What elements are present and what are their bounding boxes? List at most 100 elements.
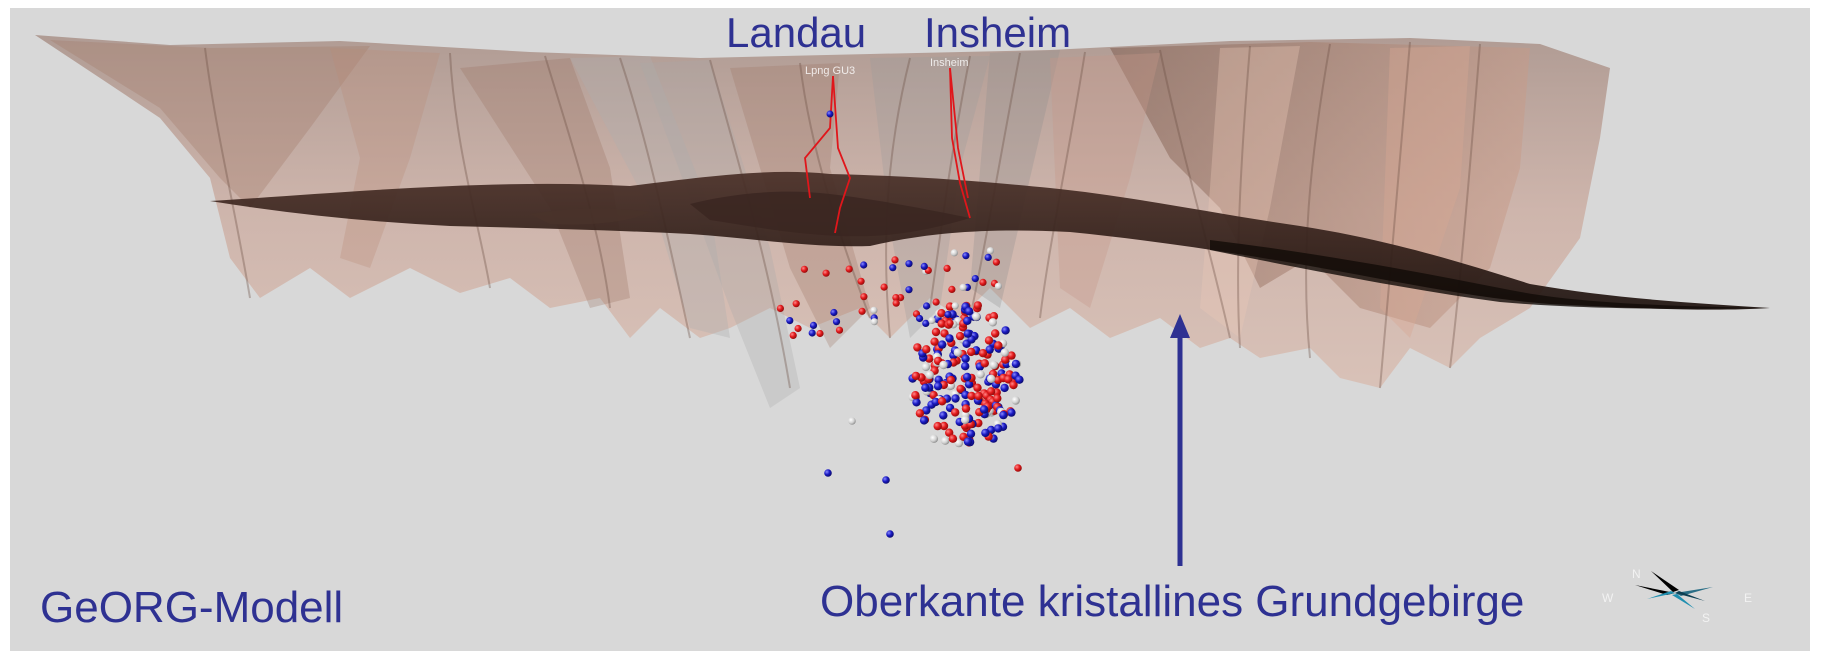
event-marker <box>870 306 878 314</box>
event-marker <box>948 285 956 293</box>
event-marker <box>994 282 1003 290</box>
event-marker <box>1015 375 1024 384</box>
event-marker <box>938 340 947 349</box>
event-marker <box>1001 326 1010 335</box>
event-marker <box>934 375 943 384</box>
event-marker <box>826 110 834 118</box>
event-marker <box>954 438 964 448</box>
event-marker <box>946 375 956 385</box>
event-marker <box>922 406 931 415</box>
event-marker <box>993 394 1002 403</box>
event-marker <box>960 415 970 425</box>
event-marker <box>920 262 928 270</box>
event-marker <box>905 260 913 268</box>
event-marker <box>848 417 856 425</box>
event-marker <box>991 329 1000 338</box>
event-marker <box>824 469 832 477</box>
event-marker <box>987 374 996 383</box>
event-marker <box>951 302 959 310</box>
event-marker <box>939 360 948 370</box>
event-marker <box>937 319 946 328</box>
event-marker <box>925 370 934 380</box>
well-tag-landau: Lpng GU3 <box>805 65 856 77</box>
event-marker <box>880 283 888 291</box>
event-marker <box>928 316 936 324</box>
event-marker <box>1001 355 1010 364</box>
event-marker <box>945 334 954 343</box>
event-marker <box>930 337 939 346</box>
event-marker <box>973 383 982 392</box>
event-marker <box>979 405 989 414</box>
event-marker <box>1000 348 1009 357</box>
basement-top-surface <box>210 171 1770 310</box>
event-marker <box>832 318 841 326</box>
event-marker <box>946 319 954 327</box>
event-marker <box>964 307 974 316</box>
event-marker <box>943 264 951 272</box>
3d-model-viewport[interactable]: Lpng GU3 Insheim N S W E Landau Insheim … <box>10 8 1810 651</box>
event-marker <box>889 264 897 272</box>
event-marker <box>931 327 941 337</box>
event-marker <box>921 362 931 372</box>
event-marker <box>994 341 1003 350</box>
event-marker <box>830 308 838 317</box>
event-marker <box>955 331 965 341</box>
event-marker <box>1009 380 1018 390</box>
event-marker <box>858 307 866 315</box>
event-marker <box>922 319 930 327</box>
event-marker <box>892 294 900 302</box>
event-marker <box>978 349 988 358</box>
seismic-events <box>776 110 1024 538</box>
event-marker <box>857 277 865 285</box>
event-marker <box>886 530 894 538</box>
event-marker <box>994 424 1003 433</box>
event-marker <box>956 384 965 394</box>
well-tag-insheim: Insheim <box>930 57 969 69</box>
event-marker <box>941 436 950 445</box>
event-marker <box>988 318 997 327</box>
event-marker <box>932 298 940 306</box>
event-marker <box>792 300 800 308</box>
label-insheim: Insheim <box>924 9 1072 56</box>
event-marker <box>1007 408 1016 417</box>
event-marker <box>999 410 1008 420</box>
event-marker <box>1011 396 1020 405</box>
event-marker <box>963 316 972 325</box>
compass-rose-icon <box>1635 571 1713 609</box>
compass-north: N <box>1632 567 1641 581</box>
event-marker <box>992 258 1001 266</box>
event-marker <box>961 354 970 363</box>
event-marker <box>916 314 924 323</box>
event-marker <box>948 434 958 443</box>
compass-east: E <box>1744 591 1753 605</box>
event-marker <box>971 275 979 283</box>
geological-model-render <box>35 35 1770 609</box>
event-marker <box>976 370 985 379</box>
event-marker <box>973 301 982 310</box>
event-marker <box>979 278 987 286</box>
event-marker <box>911 391 920 400</box>
event-marker <box>974 391 983 401</box>
event-marker <box>963 329 972 338</box>
event-marker <box>911 371 921 381</box>
annotation-arrow <box>1170 314 1190 566</box>
event-marker <box>870 318 878 326</box>
event-marker <box>929 434 939 443</box>
label-annotation: Oberkante kristallines Grundgebirge <box>820 577 1525 626</box>
event-marker <box>845 265 853 273</box>
event-marker <box>794 324 802 333</box>
event-marker <box>1004 375 1013 384</box>
event-marker <box>905 286 913 294</box>
event-marker <box>912 398 921 407</box>
event-marker <box>951 394 960 403</box>
event-marker <box>919 416 929 425</box>
event-marker <box>776 304 785 312</box>
event-marker <box>915 409 925 418</box>
event-marker <box>950 249 958 257</box>
event-marker <box>984 336 994 345</box>
label-landau: Landau <box>726 9 867 56</box>
event-marker <box>962 252 970 260</box>
event-marker <box>891 256 899 264</box>
event-marker <box>939 411 948 420</box>
event-marker <box>945 428 954 437</box>
